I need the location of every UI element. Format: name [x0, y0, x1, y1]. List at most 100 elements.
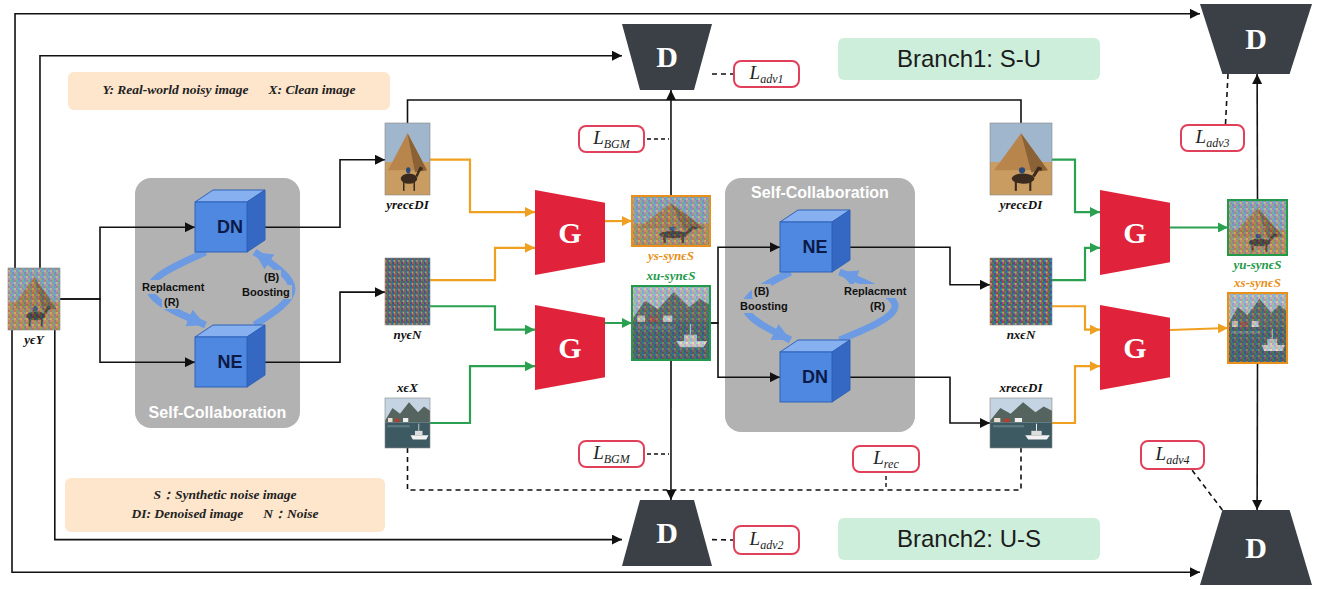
arrow-label: (B): [262, 270, 281, 284]
node-label: rec: [884, 457, 899, 471]
arrow-label: (R): [162, 295, 181, 309]
network-cube: NE: [195, 325, 265, 387]
branch-banner: Branch2: U-S: [838, 518, 1100, 560]
image-panel: nyϵN: [385, 258, 430, 325]
connector: [265, 292, 385, 362]
image-panel: xu-synϵS: [632, 286, 710, 360]
image-panel: xrecϵDI: [990, 398, 1052, 448]
node-label: D: [1245, 22, 1267, 56]
node-label: adv1: [760, 72, 783, 86]
image-panel: yrecϵDI: [990, 123, 1052, 195]
image-picture: [990, 258, 1052, 325]
connector: [670, 360, 672, 500]
legend-note: Y: Real-world noisy imageX: Clean image: [68, 72, 390, 110]
node-label: DN: [780, 367, 850, 388]
node-label: X: Clean image: [269, 82, 356, 98]
loss-box: Ladv3: [1180, 124, 1245, 152]
node-label: L: [593, 127, 604, 148]
node-label: L: [750, 62, 761, 83]
discriminator-trapezoid: D: [622, 24, 712, 90]
node-label: S：Synthetic noise image: [85, 486, 365, 504]
node-label: L: [593, 442, 604, 463]
network-cube: DN: [195, 190, 265, 252]
connector: [670, 90, 672, 196]
node-label: Branch1: S-U: [897, 45, 1041, 73]
connector: [1192, 470, 1222, 510]
image-panel: ys-synϵS: [632, 196, 710, 246]
node-label: N：Noise: [263, 505, 318, 523]
node-label: adv3: [1206, 136, 1229, 150]
image-picture: [632, 196, 710, 246]
node-label: L: [1196, 126, 1207, 147]
discriminator-trapezoid: D: [1200, 4, 1312, 74]
node-label: Self-Collaboration: [725, 184, 915, 202]
generator-trapezoid: G: [535, 190, 605, 275]
generator-trapezoid: G: [535, 305, 605, 390]
loss-box: LBGM: [578, 125, 645, 153]
connector: [1170, 328, 1228, 330]
image-picture: [8, 268, 60, 330]
connector: [12, 330, 1200, 572]
loss-box: Ladv2: [733, 525, 800, 555]
node-label: Branch2: U-S: [897, 525, 1041, 553]
node-label: DI: Denoised image: [132, 506, 244, 522]
connector: [1256, 363, 1258, 510]
image-caption: yrecϵDI: [1000, 197, 1042, 213]
loss-box: Lrec: [852, 445, 920, 473]
node-label: L: [873, 447, 884, 468]
collab-ground: [725, 178, 915, 432]
image-panel: nxϵN: [990, 258, 1052, 325]
image-caption: ys-synϵS: [648, 248, 694, 264]
connector: [605, 322, 632, 324]
image-caption: xs-synϵS: [1234, 275, 1281, 291]
image-picture: [632, 286, 710, 360]
node-label: G: [1123, 331, 1146, 365]
image-picture: [1228, 293, 1287, 363]
discriminator-trapezoid: D: [622, 500, 712, 566]
connector: [430, 160, 535, 212]
connector: [430, 366, 535, 423]
loss-box: Ladv4: [1140, 440, 1205, 470]
arrow-label: Replacment: [842, 284, 908, 298]
arrow-label: Replacment: [140, 280, 206, 294]
image-picture: [385, 258, 430, 325]
image-caption: nxϵN: [1007, 327, 1036, 343]
image-panel: xϵX: [385, 398, 430, 448]
connector: [1170, 226, 1228, 228]
connector: [712, 73, 733, 75]
image-caption: yu-synϵS: [1233, 257, 1281, 273]
collab-ground: [135, 178, 300, 428]
image-picture: [385, 398, 430, 448]
connector: [1052, 160, 1100, 212]
image-panel: yϵY: [8, 268, 60, 330]
network-cube: DN: [780, 340, 850, 402]
node-label: NE: [195, 352, 265, 373]
arrow-label: Boosting: [738, 299, 790, 313]
connector: [408, 448, 1022, 490]
node-label: G: [1123, 216, 1146, 250]
connector: [1052, 248, 1100, 280]
image-caption: yϵY: [24, 332, 43, 348]
image-picture: [990, 123, 1052, 195]
node-label: L: [1156, 443, 1167, 464]
connector: [40, 56, 622, 268]
node-label: DN: [195, 217, 265, 238]
image-picture: [1228, 200, 1287, 255]
connector: [840, 272, 896, 340]
branch-banner: Branch1: S-U: [838, 38, 1100, 80]
discriminator-trapezoid: D: [1200, 510, 1312, 585]
node-label: NE: [780, 237, 850, 258]
dashed-leader: [647, 138, 669, 139]
image-picture: [385, 123, 430, 195]
connector: [15, 14, 1200, 268]
arrow-label: (B): [752, 284, 771, 298]
image-caption: xu-synϵS: [647, 268, 696, 284]
connector: [265, 160, 385, 227]
generator-trapezoid: G: [1100, 305, 1170, 390]
image-panel: xs-synϵS: [1228, 293, 1287, 363]
node-label: D: [656, 516, 678, 550]
image-caption: xrecϵDI: [999, 380, 1042, 396]
connector: [850, 377, 990, 423]
node-label: G: [558, 216, 581, 250]
connector: [1256, 74, 1258, 200]
